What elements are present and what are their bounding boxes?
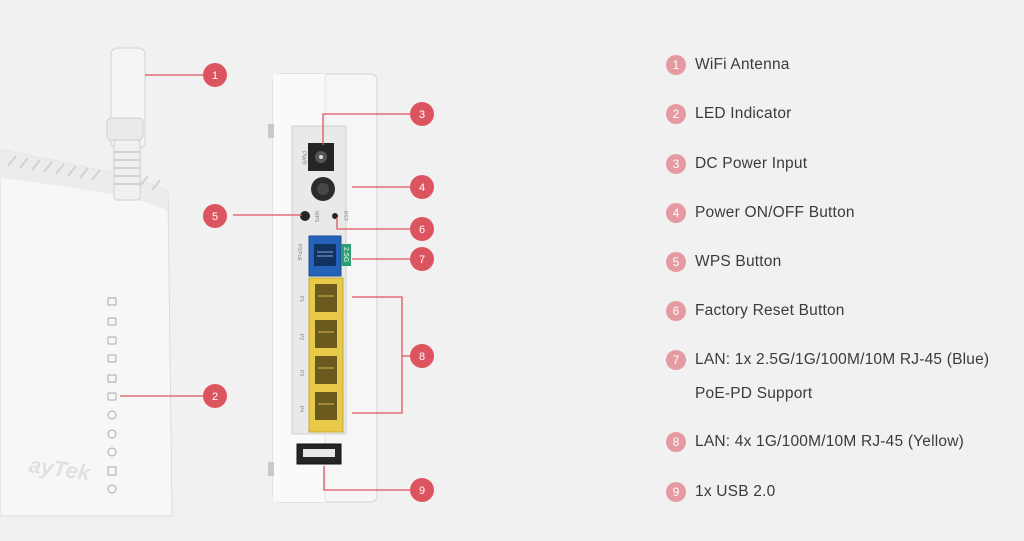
legend-number: 8 <box>666 432 686 452</box>
led-icon <box>107 297 117 306</box>
callout-badge-5: 5 <box>203 204 227 228</box>
callout-lines <box>120 74 410 491</box>
legend-item-dc-power-input: 3 DC Power Input <box>666 154 807 181</box>
p4-label: P4 <box>298 406 304 412</box>
pwr-label: PWR <box>300 151 306 166</box>
legend-item-usb: 9 1x USB 2.0 <box>666 482 775 509</box>
legend-number: 2 <box>666 104 686 124</box>
led-icon <box>107 354 117 363</box>
legend-number: 3 <box>666 154 686 174</box>
lan-port <box>315 392 337 420</box>
led-icon <box>107 336 117 345</box>
legend-label: Factory Reset Button <box>695 302 845 319</box>
callout-badges: 1 2 3 4 5 6 7 8 9 <box>203 63 434 502</box>
legend-number: 1 <box>666 55 686 75</box>
legend-item-led-indicator: 2 LED Indicator <box>666 104 792 131</box>
legend-number: 4 <box>666 203 686 223</box>
legend-number: 7 <box>666 350 686 370</box>
legend-label: Power ON/OFF Button <box>695 204 855 221</box>
router-front-view: ayTek <box>0 149 173 517</box>
power-led-icon <box>107 484 117 494</box>
legend-label: WPS Button <box>695 253 782 270</box>
legend-item-power-button: 4 Power ON/OFF Button <box>666 203 855 230</box>
legend-label: WiFi Antenna <box>695 56 790 73</box>
led-icon <box>107 447 117 457</box>
svg-text:5: 5 <box>212 211 218 223</box>
legend-label-secondary: PoE-PD Support <box>695 385 813 402</box>
legend-number: 9 <box>666 482 686 502</box>
callout-badge-4: 4 <box>410 175 434 199</box>
legend-label: LED Indicator <box>695 105 792 122</box>
wps-button <box>300 211 310 221</box>
svg-text:4: 4 <box>419 182 425 194</box>
legend-item-wifi-antenna: 1 WiFi Antenna <box>666 55 790 82</box>
p1-label: P1 <box>298 296 304 302</box>
led-icon <box>107 466 117 476</box>
led-icon <box>107 392 117 401</box>
svg-text:9: 9 <box>419 485 425 497</box>
legend-number: 6 <box>666 301 686 321</box>
legend-label: DC Power Input <box>695 155 808 172</box>
led-icon <box>107 374 117 383</box>
svg-text:8: 8 <box>419 351 425 363</box>
wps-label: WPS <box>313 211 319 223</box>
lan-ports <box>308 277 344 433</box>
callout-badge-7: 7 <box>410 247 434 271</box>
lan-port <box>315 320 337 348</box>
led-indicator-column <box>107 297 117 494</box>
callout-badge-6: 6 <box>410 217 434 241</box>
callout-badge-1: 1 <box>203 63 227 87</box>
p2-label: P2 <box>298 334 304 340</box>
legend-item-lan-yellow: 8 LAN: 4x 1G/100M/10M RJ-45 (Yellow) <box>666 432 964 459</box>
wifi-antenna <box>106 47 146 201</box>
svg-text:2: 2 <box>212 391 218 403</box>
legend-label: LAN: 4x 1G/100M/10M RJ-45 (Yellow) <box>695 433 964 450</box>
legend-item-factory-reset: 6 Factory Reset Button <box>666 301 845 328</box>
callout-badge-3: 3 <box>410 102 434 126</box>
badge-25g: 2.5G <box>342 247 349 262</box>
led-icon <box>107 410 117 420</box>
legend-number: 5 <box>666 252 686 272</box>
led-icon <box>107 317 117 326</box>
svg-text:1: 1 <box>212 70 218 82</box>
rst-label: RST <box>342 211 348 221</box>
lan-port <box>315 284 337 312</box>
p3-label: P3 <box>298 370 304 376</box>
callout-badge-9: 9 <box>410 478 434 502</box>
legend-item-wps-button: 5 WPS Button <box>666 252 781 279</box>
legend-label: 1x USB 2.0 <box>695 483 776 500</box>
router-rear-view: PWR WPS RST 2.5G P0/PoE P1 P2 P <box>268 73 378 503</box>
led-icon <box>107 429 117 439</box>
svg-text:7: 7 <box>419 254 425 266</box>
callout-badge-2: 2 <box>203 384 227 408</box>
lan-port <box>315 356 337 384</box>
svg-text:6: 6 <box>419 224 425 236</box>
callout-badge-8: 8 <box>410 344 434 368</box>
svg-text:3: 3 <box>419 109 425 121</box>
legend-item-lan-poe: 7 LAN: 1x 2.5G/1G/100M/10M RJ-45 (Blue) … <box>666 350 989 411</box>
legend-label: LAN: 1x 2.5G/1G/100M/10M RJ-45 (Blue) <box>695 351 990 368</box>
poe-label: P0/PoE <box>296 244 302 262</box>
